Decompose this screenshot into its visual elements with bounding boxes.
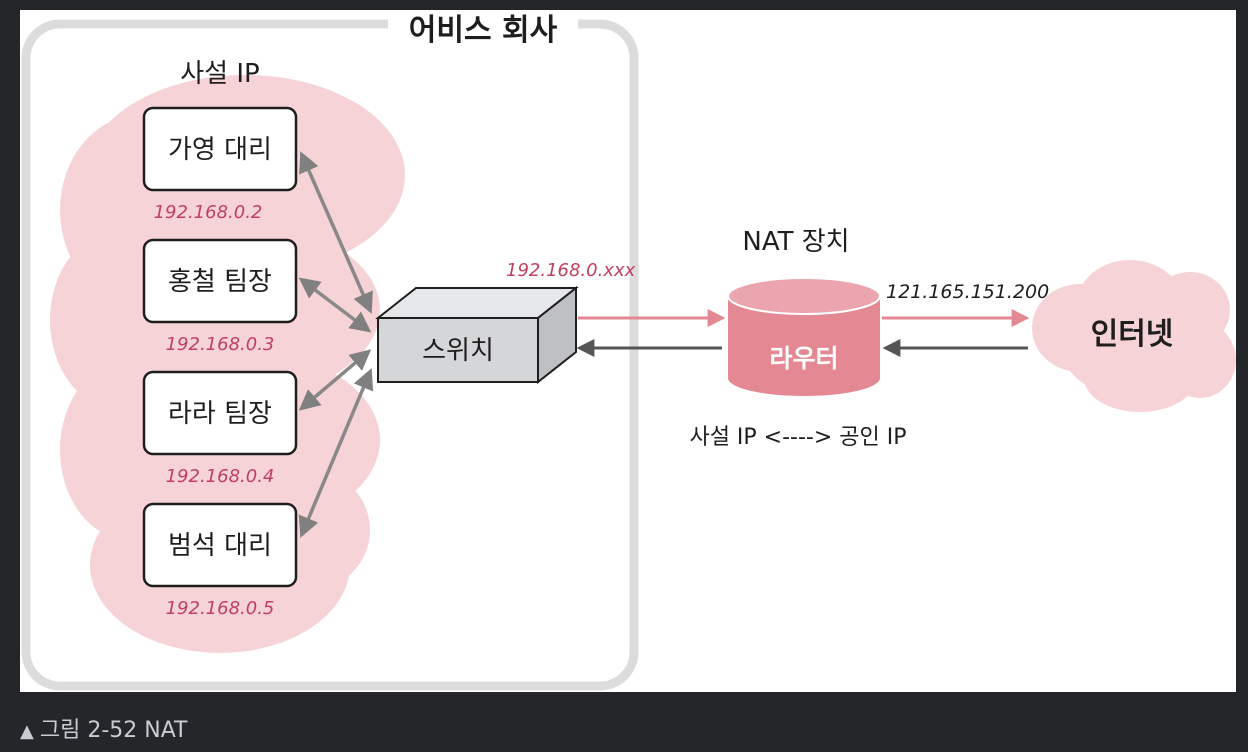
router: 라우터 <box>727 277 881 396</box>
company-title: 어비스 회사 <box>409 13 558 48</box>
device-ip: 192.168.0.2 <box>154 202 263 223</box>
public-ip: 121.165.151.200 <box>886 281 1049 303</box>
internet-cloud <box>1032 260 1236 412</box>
device-name: 라라 팀장 <box>168 399 272 429</box>
switch-ip: 192.168.0.xxx <box>506 260 636 281</box>
device-name: 가영 대리 <box>168 135 272 165</box>
router-top <box>727 277 881 315</box>
ip-mapping-label: 사설 IP <----> 공인 IP <box>689 425 906 450</box>
device-box <box>142 502 298 588</box>
link-pc-2 <box>298 277 372 333</box>
triangle-icon: ▲ <box>20 721 34 742</box>
switch: 스위치 <box>375 285 579 385</box>
internet-label: 인터넷 <box>1091 317 1174 352</box>
router-bottom <box>728 360 880 396</box>
switch-label: 스위치 <box>422 336 494 366</box>
caption-text: 그림 2-52 NAT <box>39 718 188 743</box>
diagram-canvas: 어비스 회사 사설 IP 가영 대리 192.168.0.2 <box>21 12 1236 691</box>
device-pc-1: 가영 대리 192.168.0.2 <box>142 106 298 223</box>
device-links <box>298 151 374 538</box>
link-pc-4 <box>298 368 374 538</box>
switch-front <box>377 317 539 383</box>
device-name: 범석 대리 <box>168 531 272 561</box>
device-ip: 192.168.0.4 <box>166 466 275 487</box>
device-ip: 192.168.0.5 <box>166 598 275 619</box>
figure-caption: ▲그림 2-52 NAT <box>20 714 187 748</box>
title-gap <box>388 12 578 42</box>
device-ip: 192.168.0.3 <box>166 334 275 355</box>
device-pc-3: 라라 팀장 192.168.0.4 <box>142 370 298 487</box>
device-pc-4: 범석 대리 192.168.0.5 <box>142 502 298 619</box>
device-name: 홍철 팀장 <box>168 267 272 297</box>
private-ip-label: 사설 IP <box>180 59 259 89</box>
router-label: 라우터 <box>769 344 838 373</box>
device-box <box>142 370 298 456</box>
device-pc-2: 홍철 팀장 192.168.0.3 <box>142 238 298 355</box>
device-box <box>142 238 298 324</box>
device-box <box>142 106 298 192</box>
nat-diagram: 어비스 회사 사설 IP 가영 대리 192.168.0.2 <box>20 10 1236 692</box>
company-boundary <box>21 19 639 691</box>
nat-title: NAT 장치 <box>742 227 849 257</box>
